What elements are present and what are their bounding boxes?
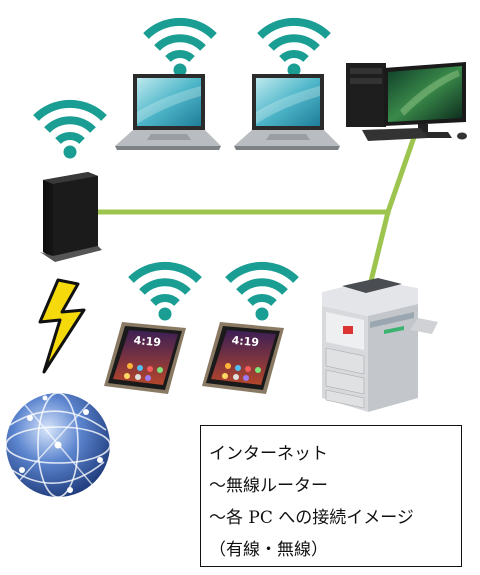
laptop-icon-1 — [115, 74, 221, 150]
desktop-pc-icon — [346, 62, 467, 141]
phone-2-clock: 4:19 — [231, 334, 259, 349]
phone-1-clock: 4:19 — [133, 334, 161, 349]
laptop-icon-2 — [234, 74, 340, 150]
caption-line-2: ～無線ルーター — [209, 476, 328, 496]
smartphone-icon-2: 4:19 — [202, 322, 284, 394]
caption-line-4: （有線・無線） — [209, 540, 328, 560]
hub-to-desktop-link — [384, 136, 417, 216]
router-icon — [40, 172, 102, 262]
globe-icon — [5, 392, 111, 498]
hub-to-printer-link — [366, 208, 392, 289]
phone-2-wifi-icon — [228, 266, 296, 321]
caption-box: インターネット ～無線ルーター ～各 PC への接続イメージ （有線・無線） — [200, 425, 462, 567]
laptop-1-wifi-icon — [146, 22, 214, 77]
laptop-2-wifi-icon — [260, 22, 328, 77]
phone-1-wifi-icon — [131, 266, 199, 321]
lightning-icon — [38, 278, 86, 374]
caption-line-3: ～各 PC への接続イメージ — [209, 508, 414, 528]
router-wifi-icon — [36, 104, 104, 159]
multifunction-printer-icon — [322, 278, 438, 412]
smartphone-icon-1: 4:19 — [104, 322, 186, 394]
caption-line-1: インターネット — [209, 444, 328, 464]
wired-links — [95, 136, 417, 289]
